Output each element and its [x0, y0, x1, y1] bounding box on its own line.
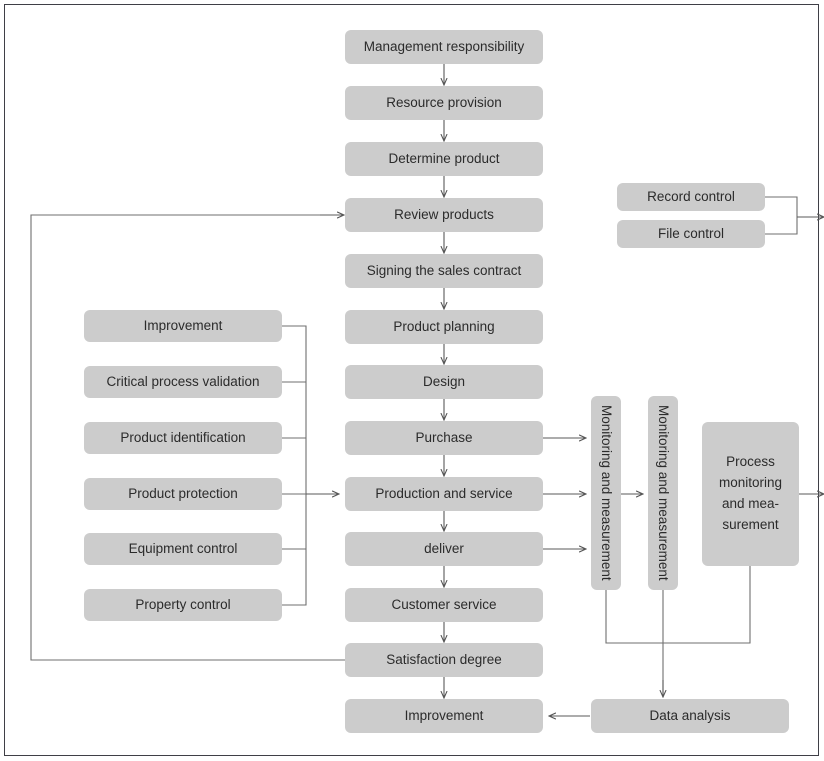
node-label: Satisfaction degree	[386, 651, 502, 667]
node-monitoring-and-measurement-2[interactable]: Monitoring and measurement	[648, 396, 678, 590]
node-purchase[interactable]: Purchase	[345, 421, 543, 455]
node-improvement-bottom[interactable]: Improvement	[345, 699, 543, 733]
node-label-line: Process	[726, 454, 775, 470]
node-equipment-control[interactable]: Equipment control	[84, 533, 282, 565]
document-control-merge	[765, 196, 824, 235]
node-label: Management responsibility	[363, 38, 525, 54]
node-label: Equipment control	[128, 540, 238, 556]
monitoring-to-data-analysis	[605, 566, 751, 697]
node-label: Product planning	[393, 318, 495, 334]
node-customer-service[interactable]: Customer service	[345, 588, 543, 622]
node-satisfaction-degree[interactable]: Satisfaction degree	[345, 643, 543, 677]
node-label: Product identification	[120, 429, 246, 445]
node-label: Determine product	[388, 150, 500, 166]
node-product-planning[interactable]: Product planning	[345, 310, 543, 344]
node-production-and-service[interactable]: Production and service	[345, 477, 543, 511]
node-design[interactable]: Design	[345, 365, 543, 399]
node-determine-product[interactable]: Determine product	[345, 142, 543, 176]
node-resource-provision[interactable]: Resource provision	[345, 86, 543, 120]
node-label: Production and service	[375, 485, 513, 501]
node-label-line: and mea-	[721, 496, 780, 511]
node-product-identification[interactable]: Product identification	[84, 422, 282, 454]
node-data-analysis[interactable]: Data analysis	[591, 699, 789, 733]
node-label: Purchase	[415, 429, 473, 445]
node-critical-process-validation[interactable]: Critical process validation	[84, 366, 282, 398]
node-deliver[interactable]: deliver	[345, 532, 543, 566]
node-label: Data analysis	[649, 707, 731, 723]
node-label: Customer service	[391, 596, 497, 612]
node-label: Record control	[647, 188, 735, 204]
left-support-bus	[282, 325, 339, 606]
node-label-line: surement	[722, 516, 779, 532]
node-label: Improvement	[143, 317, 223, 333]
node-record-control[interactable]: Record control	[617, 183, 765, 211]
node-label: File control	[657, 225, 725, 241]
node-label: Critical process validation	[106, 373, 260, 389]
node-label: Monitoring and measurement	[599, 405, 615, 581]
node-label: Design	[422, 373, 466, 389]
node-label: Monitoring and measurement	[656, 405, 672, 581]
node-improvement[interactable]: Improvement	[84, 310, 282, 342]
node-label: Signing the sales contract	[366, 262, 522, 278]
node-label: Resource provision	[386, 94, 502, 110]
node-process-monitoring-and-measurement[interactable]: Process monitoring and mea- surement	[702, 422, 799, 566]
node-label-line: monitoring	[718, 475, 783, 491]
node-label: Property control	[135, 596, 231, 612]
node-label: Product protection	[128, 485, 238, 501]
feedback-loop-left	[30, 215, 345, 661]
monitoring-inputs	[543, 438, 643, 549]
node-label: Review products	[394, 206, 494, 222]
node-signing-the-sales-contract[interactable]: Signing the sales contract	[345, 254, 543, 288]
node-monitoring-and-measurement-1[interactable]: Monitoring and measurement	[591, 396, 621, 590]
node-file-control[interactable]: File control	[617, 220, 765, 248]
node-management-responsibility[interactable]: Management responsibility	[345, 30, 543, 64]
node-label: deliver	[424, 540, 464, 556]
node-review-products[interactable]: Review products	[345, 198, 543, 232]
node-product-protection[interactable]: Product protection	[84, 478, 282, 510]
node-property-control[interactable]: Property control	[84, 589, 282, 621]
node-label: Improvement	[404, 707, 484, 723]
